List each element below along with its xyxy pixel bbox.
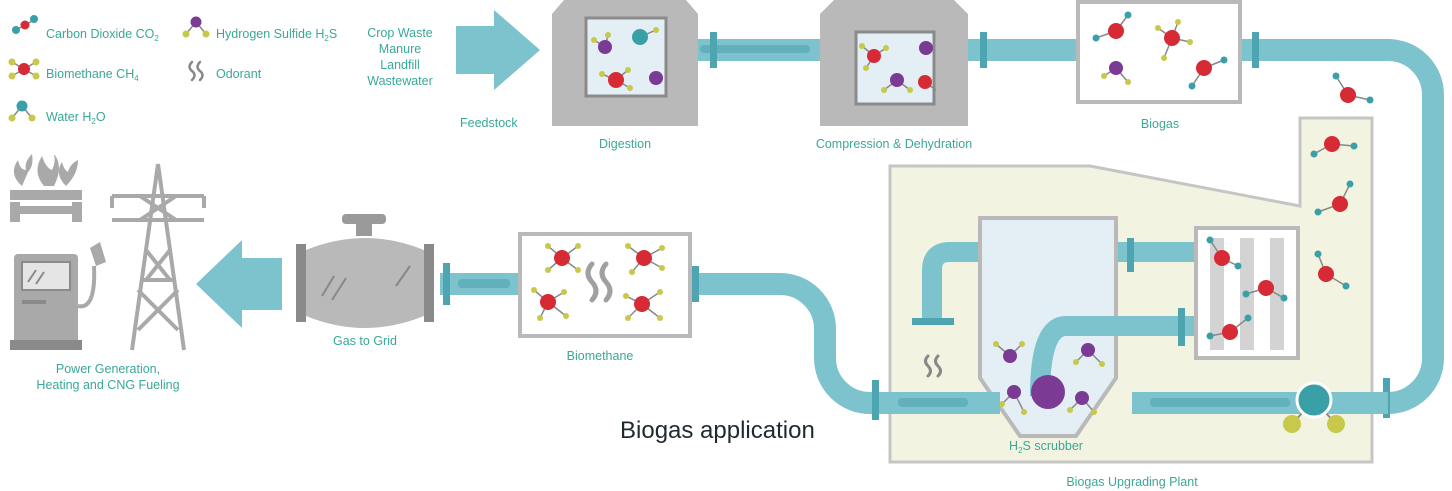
top-pipes — [696, 32, 1444, 418]
compression-label: Compression & Dehydration — [816, 137, 972, 151]
feedstock-item: Wastewater — [367, 74, 433, 88]
feedstock-item: Crop Waste — [367, 26, 433, 40]
end-use-label-line2: Heating and CNG Fueling — [36, 378, 179, 392]
membrane-unit — [1194, 226, 1300, 360]
pipe-flange — [1127, 238, 1134, 272]
fuel-pump-icon — [10, 242, 106, 350]
biogas-label: Biogas — [1141, 117, 1179, 131]
legend-ch4-icon — [8, 58, 40, 80]
legend-h2o-label: Water H2O — [46, 110, 106, 126]
legend-co2-label: Carbon Dioxide CO2 — [46, 27, 159, 43]
odorant-icon — [924, 354, 942, 378]
upgrading-plant-label: Biogas Upgrading Plant — [1066, 475, 1198, 489]
legend: Carbon Dioxide CO2 Hydrogen Sulfide H2S … — [8, 15, 337, 126]
feedstock-label: Feedstock — [460, 116, 518, 130]
feedstock-item: Manure — [379, 42, 421, 56]
caption: Biogas application — [620, 417, 815, 444]
h2s-scrubber — [978, 216, 1120, 438]
biogas-container — [1076, 0, 1242, 104]
pipe-flange — [912, 318, 954, 325]
biomethane-label: Biomethane — [567, 349, 634, 363]
legend-h2o-icon — [8, 100, 36, 122]
h2s-scrubber-label: H2S scrubber — [1009, 439, 1083, 455]
feedstock-arrow — [456, 10, 540, 90]
legend-ch4-label: Biomethane CH4 — [46, 67, 139, 83]
grid-label: Gas to Grid — [333, 334, 397, 348]
compression-unit — [820, 0, 968, 126]
power-pylon-icon — [110, 163, 206, 351]
co2-molecules — [1310, 72, 1374, 290]
gas-stove-icon — [10, 154, 82, 222]
legend-odorant-icon — [188, 60, 204, 82]
feedstock-list: Crop Waste Manure Landfill Wastewater — [367, 26, 433, 88]
water-molecule-separator — [1283, 381, 1345, 433]
legend-odorant-label: Odorant — [216, 67, 262, 81]
molecule — [591, 27, 663, 91]
legend-h2s-label: Hydrogen Sulfide H2S — [216, 27, 337, 43]
pipe-flange — [1178, 308, 1185, 346]
feedstock-item: Landfill — [380, 58, 420, 72]
legend-co2-icon — [12, 15, 38, 34]
output-arrow — [196, 240, 282, 328]
biomethane-container — [440, 232, 692, 338]
legend-h2s-icon — [182, 16, 210, 38]
molecule — [859, 41, 937, 93]
digestion-tank — [552, 0, 698, 126]
digestion-label: Digestion — [599, 137, 651, 151]
end-use-label-line1: Power Generation, — [56, 362, 160, 376]
grid-valve — [296, 214, 434, 328]
